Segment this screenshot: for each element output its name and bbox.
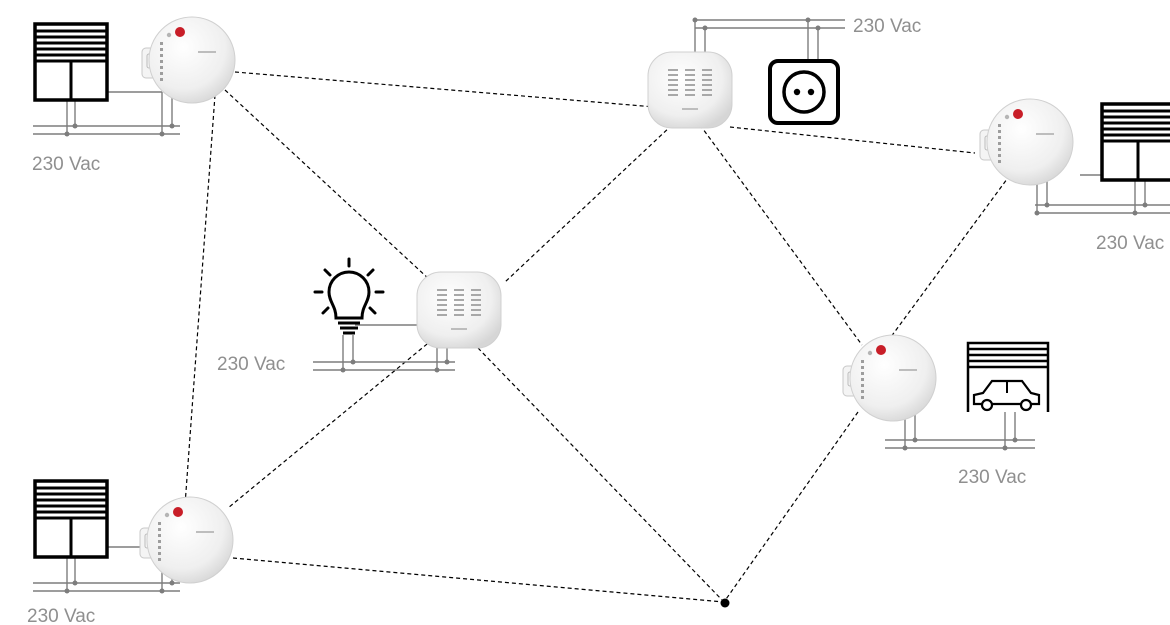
relay-module [979,98,1074,186]
dimmer-module [647,51,733,129]
mesh-node-dot [720,598,730,608]
relay-module [141,16,236,104]
mesh-links [184,71,1011,608]
power-wires [885,412,1035,451]
power-wires [313,324,455,373]
shutter-icon [33,22,109,102]
voltage-label: 230 Vac [853,16,921,37]
garage-icon [966,341,1050,412]
device-light: 230 Vac [217,257,502,375]
socket-icon [768,59,840,125]
device-right: 230 Vac [979,98,1170,254]
voltage-label: 230 Vac [958,467,1026,488]
device-bottom-left: 230 Vac [27,479,234,625]
device-garage: 230 Vac [842,334,1050,488]
power-wires [692,17,845,68]
dimmer-module [416,271,502,349]
voltage-label: 230 Vac [32,154,100,175]
voltage-label: 230 Vac [27,606,95,625]
device-socket: 230 Vac [647,16,921,129]
power-wires [33,91,180,137]
voltage-label: 230 Vac [217,354,285,375]
voltage-label: 230 Vac [1096,233,1164,254]
shutter-icon [1100,102,1170,182]
relay-module [139,496,234,584]
light-bulb-icon [313,257,385,335]
shutter-icon [33,479,109,559]
relay-module [842,334,937,422]
device-top-left: 230 Vac [32,16,236,175]
